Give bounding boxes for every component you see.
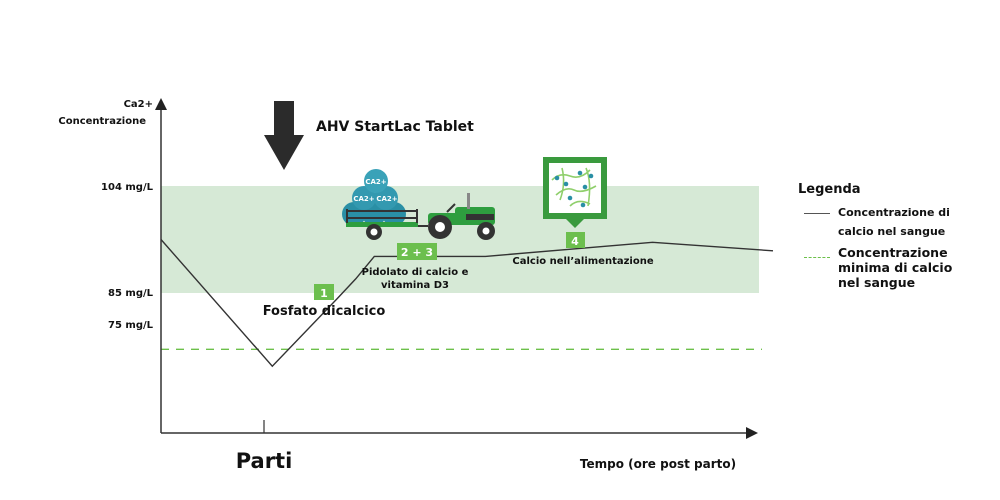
calcium-concentration-line <box>160 239 774 368</box>
y-tick-label-75: 75 mg/L <box>108 320 154 331</box>
step-1-label: Fosfato dicalcico <box>263 304 386 319</box>
legend-item-minimum-calcium: Concentrazione minima di calcio nel sang… <box>804 245 952 290</box>
step-2-3-label-line2: vitamina D3 <box>381 280 449 291</box>
feed-network-icon <box>543 157 607 228</box>
step-4-label: Calcio nell’alimentazione <box>512 256 653 267</box>
y-axis-label-line2: Concentrazione <box>58 116 146 127</box>
legend-item-blood-calcium: Concentrazione di calcio nel sangue <box>804 203 950 241</box>
calcium-balls-icon: CA2+ CA2+ CA2+ <box>342 169 406 226</box>
y-tick-label-104: 104 mg/L <box>101 182 154 193</box>
step-1-badge: 1 <box>314 284 334 300</box>
step-2-3-badge: 2 + 3 <box>397 243 437 260</box>
step-4-badge: 4 <box>566 232 585 248</box>
legend-item-2-line2: minima di calcio <box>838 260 953 275</box>
startlac-label: AHV StartLac Tablet <box>316 119 474 135</box>
svg-text:CA2+: CA2+ <box>376 195 397 203</box>
svg-text:1: 1 <box>320 287 328 300</box>
svg-text:CA2+: CA2+ <box>353 195 374 203</box>
svg-text:4: 4 <box>571 235 579 248</box>
normal-range-band <box>161 186 759 293</box>
legend-item-1-line2: calcio nel sangue <box>838 225 946 238</box>
step-2-3-label-line1: Pidolato di calcio e <box>362 267 469 278</box>
legend-dashed-line-icon <box>804 257 830 258</box>
tractor-illustration: CA2+ CA2+ CA2+ <box>342 169 495 240</box>
legend-item-2-line1: Concentrazione <box>838 245 948 260</box>
y-axis-arrow-icon <box>155 98 167 110</box>
legend-solid-line-icon <box>804 213 830 214</box>
y-tick-label-85: 85 mg/L <box>108 288 154 299</box>
legend-item-2-line3: nel sangue <box>838 275 916 290</box>
y-axis-label-line1: Ca2+ <box>124 99 153 110</box>
legend-item-1-line1: Concentrazione di <box>838 206 950 219</box>
legend-title: Legenda <box>798 182 861 197</box>
x-axis-label: Tempo (ore post parto) <box>580 457 736 471</box>
down-arrow-icon <box>264 101 304 170</box>
x-axis-arrow-icon <box>746 427 758 439</box>
svg-text:2 + 3: 2 + 3 <box>401 246 433 259</box>
x-tick-label-parti: Parti <box>236 449 293 473</box>
svg-text:CA2+: CA2+ <box>365 178 386 186</box>
